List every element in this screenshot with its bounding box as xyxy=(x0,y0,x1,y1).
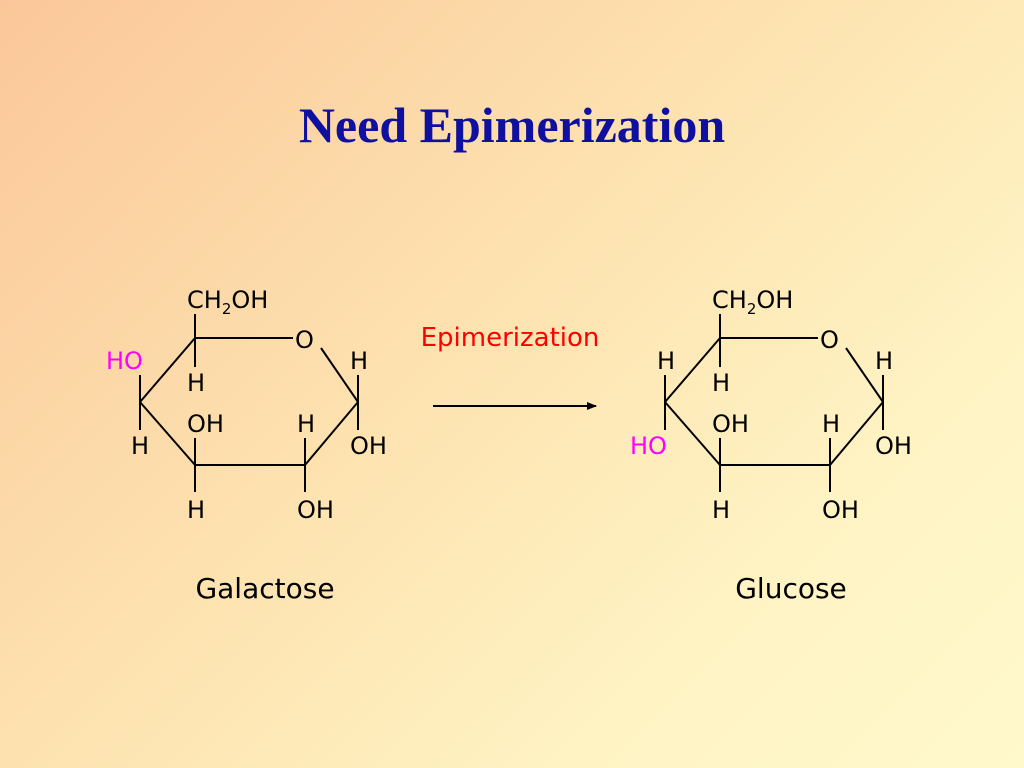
glucose-c3-oh-label: OH xyxy=(712,410,749,438)
galactose-c4-h-label: H xyxy=(131,432,149,460)
galactose-c4-ho-label: HO xyxy=(106,347,143,375)
bond-o-c1 xyxy=(320,347,359,403)
galactose-structure: CH2OH O HO H H OH H H OH H OH Galactose xyxy=(106,286,387,605)
reaction-label: Epimerization xyxy=(421,323,600,353)
bond-c3-c4 xyxy=(664,401,721,466)
glucose-c4-h-label: H xyxy=(657,347,675,375)
galactose-name: Galactose xyxy=(195,572,334,605)
galactose-c3-h-label: H xyxy=(187,496,205,524)
galactose-ring-oxygen: O xyxy=(295,326,314,354)
galactose-c1-h-label: H xyxy=(350,347,368,375)
glucose-name: Glucose xyxy=(735,572,847,605)
galactose-c2-oh-label: OH xyxy=(297,496,334,524)
bond-c1-c2 xyxy=(829,401,884,466)
glucose-c1-oh-label: OH xyxy=(875,432,912,460)
galactose-c5-h-label: H xyxy=(187,369,205,397)
glucose-ring-oxygen: O xyxy=(820,326,839,354)
glucose-c1-h-label: H xyxy=(875,347,893,375)
reaction-arrow-group: Epimerization xyxy=(421,323,600,410)
glucose-structure: CH2OH O H H H OH H HO OH H OH Glucose xyxy=(630,286,912,605)
galactose-c1-oh-label: OH xyxy=(350,432,387,460)
bond-c3-c4 xyxy=(139,401,196,466)
galactose-c3-oh-label: OH xyxy=(187,410,224,438)
bond-c4-c5 xyxy=(139,337,196,403)
galactose-ch2oh-label: CH2OH xyxy=(187,286,268,318)
galactose-c2-h-label: H xyxy=(297,410,315,438)
bond-c1-c2 xyxy=(304,401,359,466)
bond-c4-c5 xyxy=(664,337,721,403)
glucose-c2-oh-label: OH xyxy=(822,496,859,524)
glucose-c4-ho-label: HO xyxy=(630,432,667,460)
slide-title: Need Epimerization xyxy=(298,97,726,153)
glucose-c5-h-label: H xyxy=(712,369,730,397)
glucose-ch2oh-label: CH2OH xyxy=(712,286,793,318)
glucose-c3-h-label: H xyxy=(712,496,730,524)
bond-o-c1 xyxy=(845,347,884,403)
glucose-c2-h-label: H xyxy=(822,410,840,438)
